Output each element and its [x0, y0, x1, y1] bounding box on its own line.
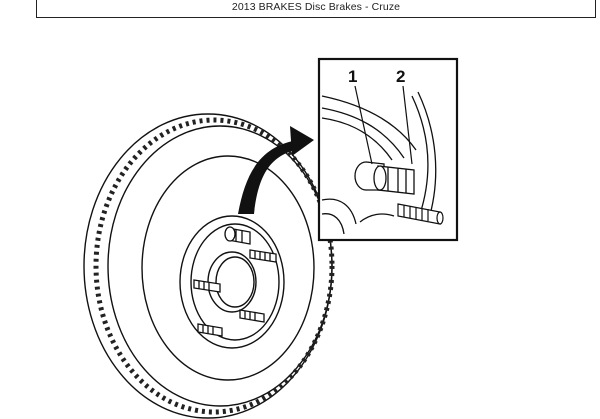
lug-nut-on-rotor	[224, 226, 251, 245]
callout-1-label: 1	[348, 67, 357, 86]
lug-nut-detail	[373, 165, 415, 195]
hub-center-bore	[207, 251, 257, 313]
detail-inset: 1 2	[317, 57, 459, 242]
header-title: 2013 BRAKES Disc Brakes - Cruze	[231, 1, 401, 13]
callout-2-label: 2	[396, 67, 405, 86]
wheel-stud-2	[193, 279, 221, 293]
callout-2-leader	[402, 85, 413, 165]
callout-1-leader	[354, 85, 373, 165]
curved-arrow	[238, 126, 314, 214]
wheel-stud-1	[249, 249, 277, 263]
wheel-studs	[193, 249, 277, 337]
page-header: 2013 BRAKES Disc Brakes - Cruze	[36, 0, 596, 18]
threaded-stud-detail	[397, 203, 444, 225]
wheel-stud-4	[197, 323, 223, 337]
wheel-stud-3	[239, 309, 265, 323]
brake-rotor	[83, 113, 335, 419]
